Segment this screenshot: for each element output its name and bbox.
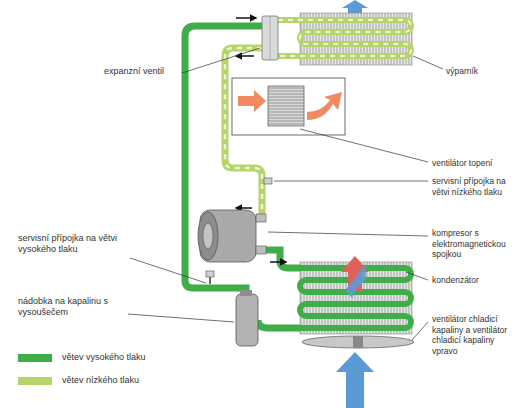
radiator-fan xyxy=(302,336,414,348)
evaporator xyxy=(278,13,412,65)
heater-fan xyxy=(238,90,266,112)
receiver-dryer xyxy=(240,290,252,296)
air-arrows xyxy=(336,352,374,408)
heater-fan xyxy=(268,86,304,126)
flow-arrows xyxy=(236,17,256,19)
compressor xyxy=(198,212,218,260)
legend-swatch xyxy=(18,354,52,362)
receiver-dryer xyxy=(236,294,258,346)
high-pressure-line xyxy=(185,26,300,328)
leader-lines xyxy=(413,56,443,69)
receiver-dryer xyxy=(236,290,258,346)
expansion-valve xyxy=(270,16,271,60)
leader-lines xyxy=(128,314,234,322)
low-pressure-line xyxy=(225,48,262,218)
heater-fan xyxy=(232,78,345,135)
leader-lines xyxy=(268,232,428,236)
low-pressure-line xyxy=(225,48,262,218)
compressor xyxy=(203,223,213,249)
heater-fan xyxy=(307,92,342,120)
compressor-label: kompresor s elektromagnetickou spojkou xyxy=(432,228,518,260)
leader-lines xyxy=(182,48,260,73)
service-ports xyxy=(264,178,272,184)
leader-lines xyxy=(300,129,428,162)
flow-arrows xyxy=(236,207,252,209)
compressor xyxy=(256,214,266,222)
leader-lines xyxy=(406,272,428,280)
condenser xyxy=(345,264,366,298)
leader-lines xyxy=(274,181,428,182)
high-port-label: servisní přípojka na větvi vysokého tlak… xyxy=(18,233,122,255)
expansion-valve xyxy=(262,16,278,60)
flow-arrows xyxy=(236,55,254,57)
evaporator xyxy=(278,20,411,56)
evaporator-label: výparník xyxy=(446,66,518,77)
flow-arrows xyxy=(270,261,286,263)
radiator-fan-label: ventilátor chladicí kapaliny a ventiláto… xyxy=(432,314,518,356)
low-pressure-line xyxy=(225,48,262,218)
compressor xyxy=(256,246,266,254)
condenser-label: kondenzátor xyxy=(432,275,518,286)
leader-lines xyxy=(130,258,206,283)
high-pressure-line xyxy=(266,250,300,268)
low-port-label: servisní přípojka na větvi nízkého tlaku xyxy=(432,176,518,197)
legend-text: větev vysokého tlaku xyxy=(62,352,146,363)
heater-fan xyxy=(232,78,345,135)
expansion-valve xyxy=(262,16,278,60)
radiator-fan xyxy=(302,336,414,348)
compressor xyxy=(198,210,266,262)
legend-swatch xyxy=(18,377,52,385)
heater-fan-label: ventilátor topení xyxy=(432,158,518,169)
condenser xyxy=(300,256,412,334)
service-ports xyxy=(206,271,214,277)
legend-text: větev nízkého tlaku xyxy=(62,375,139,386)
high-pressure-line xyxy=(185,26,262,296)
valve-label: expanzní ventil xyxy=(104,66,184,77)
high-pressure-line xyxy=(258,320,300,328)
leader-lines xyxy=(412,322,428,340)
receiver-label: nádobka na kapalinu s vysoušečem xyxy=(18,296,110,318)
leader-lines xyxy=(128,48,443,340)
radiator-fan xyxy=(353,336,363,348)
evaporator xyxy=(278,20,411,56)
